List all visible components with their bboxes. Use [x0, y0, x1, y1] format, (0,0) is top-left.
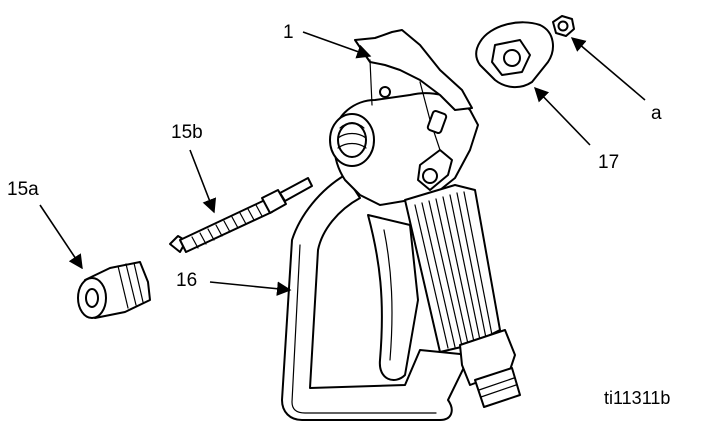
- leader-1: [302, 31, 372, 59]
- inlet-fitting: [329, 113, 375, 167]
- callout-17: 17: [598, 152, 619, 173]
- callout-15b: 15b: [171, 122, 203, 143]
- grip-handle: [404, 184, 501, 353]
- leader-15b: [189, 149, 217, 214]
- spring-assembly-15b: [169, 177, 313, 253]
- trigger-lock: [417, 110, 453, 191]
- guard-part-17: [475, 21, 554, 88]
- leader-lines: [39, 31, 646, 296]
- trigger: [367, 214, 419, 381]
- outlet-fitting: [459, 329, 521, 408]
- callout-16: 16: [176, 270, 197, 291]
- leader-a: [570, 37, 646, 101]
- callout-a: a: [651, 103, 662, 124]
- trigger-guard: [281, 174, 471, 421]
- seat-housing-15a: [77, 261, 151, 319]
- leader-17: [534, 86, 591, 146]
- callout-15a: 15a: [7, 179, 39, 200]
- leader-15a: [39, 204, 83, 270]
- figure-id: ti11311b: [604, 388, 670, 408]
- leader-16: [209, 281, 292, 296]
- hex-nut-a: [552, 15, 575, 37]
- callout-1: 1: [283, 22, 294, 43]
